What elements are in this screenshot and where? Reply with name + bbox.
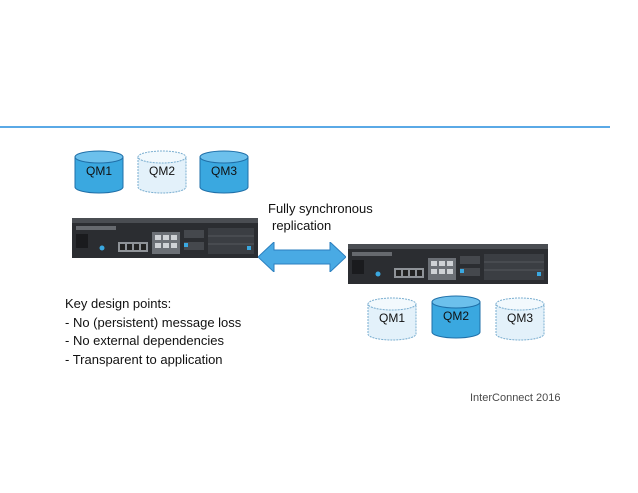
replication-line-2: replication: [272, 218, 332, 233]
database-icon: [137, 150, 187, 194]
qm-bottom-1: QM1: [367, 297, 417, 341]
qm-label: QM3: [506, 311, 533, 325]
database-icon: [431, 295, 481, 339]
server-appliance-bottom: [348, 244, 548, 284]
database-icon: [495, 297, 545, 341]
replication-label: Fully synchronous replication: [268, 200, 373, 234]
qm-label: QM3: [210, 164, 237, 178]
design-points: Key design points: - No (persistent) mes…: [65, 295, 241, 369]
design-point-item: - No (persistent) message loss: [65, 314, 242, 330]
qm-bottom-3: QM3: [495, 297, 545, 341]
qm-label: QM1: [378, 311, 405, 325]
design-points-heading: Key design points:: [65, 296, 172, 311]
replication-line-1: Fully synchronous: [268, 201, 373, 216]
footer-brand: InterConnect 2016: [470, 392, 561, 404]
qm-label: QM1: [85, 164, 112, 178]
server-icon: [348, 244, 548, 284]
qm-label: QM2: [442, 309, 469, 323]
database-icon: [199, 150, 249, 194]
server-icon: [72, 218, 258, 258]
server-appliance-top: [72, 218, 258, 258]
design-point-item: - No external dependencies: [65, 333, 224, 348]
database-icon: [367, 297, 417, 341]
qm-label: QM2: [148, 164, 175, 178]
qm-top-3: QM3: [199, 150, 249, 194]
design-point-item: - Transparent to application: [65, 351, 223, 367]
qm-top-2: QM2: [137, 150, 187, 194]
qm-top-1: QM1: [74, 150, 124, 194]
header-divider: [0, 126, 610, 128]
database-icon: [74, 150, 124, 194]
qm-bottom-2: QM2: [431, 295, 481, 339]
bidirectional-arrow-icon: [258, 242, 346, 272]
